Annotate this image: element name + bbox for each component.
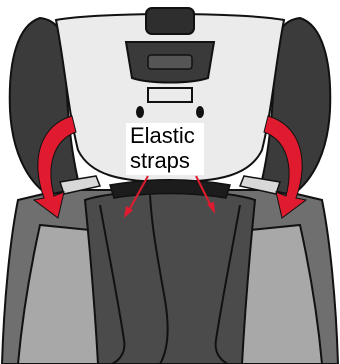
seat-cover-center [85, 191, 255, 364]
adjuster-slot [148, 55, 192, 69]
callout-line-2: straps [130, 148, 204, 173]
headrest-hole-right [196, 106, 204, 118]
headrest-hole-left [136, 106, 144, 118]
callout-line-1: Elastic [130, 123, 204, 148]
elastic-straps-callout: Elastic straps [126, 123, 204, 175]
headrest-handle [146, 8, 194, 34]
